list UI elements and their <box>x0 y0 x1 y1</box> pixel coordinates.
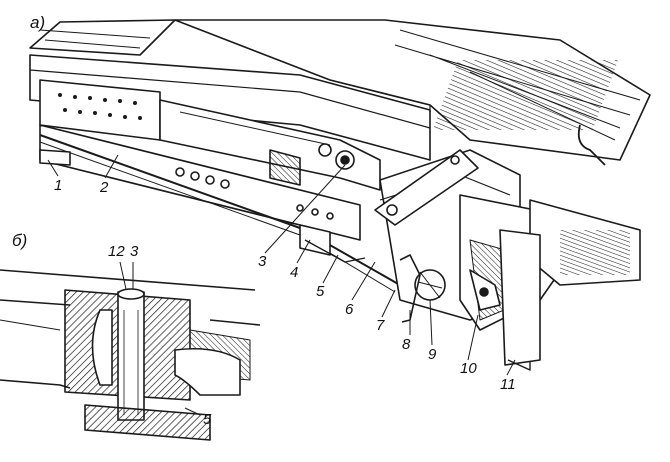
callout-4: 4 <box>290 264 299 281</box>
callout-11: 11 <box>500 376 516 393</box>
panel-label-b: б) <box>12 231 28 250</box>
callout-9: 9 <box>428 346 437 363</box>
bracket-holes <box>58 93 142 120</box>
beam-holes <box>175 167 334 220</box>
leader-lines <box>47 154 516 416</box>
callout-1: 1 <box>54 177 63 194</box>
main-assembly-view <box>29 19 651 371</box>
pin-3 <box>117 291 145 421</box>
callout-8: 8 <box>402 336 411 353</box>
callout-6: 6 <box>345 301 354 318</box>
callout-5: 5 <box>316 283 325 300</box>
panel-label-a: а) <box>30 13 46 32</box>
lock-lever <box>374 149 479 226</box>
air-hose <box>577 124 606 166</box>
callout-7: 7 <box>376 317 385 334</box>
detail-callout-3: 3 <box>130 243 139 260</box>
upper-frame-rail <box>29 54 431 161</box>
base-plate-5 <box>84 404 211 441</box>
vertical-strap <box>499 229 541 366</box>
section-detail-view <box>0 269 261 441</box>
longitudinal-beam <box>39 124 361 241</box>
clamp-4 <box>299 224 331 256</box>
detail-callout-12: 12 <box>108 243 125 260</box>
cylinder-housing <box>159 99 381 191</box>
hook-8 <box>399 254 421 323</box>
callout-2: 2 <box>100 179 109 196</box>
callout-10: 10 <box>460 360 477 377</box>
end-stop <box>39 149 71 166</box>
callout-3: 3 <box>258 253 267 270</box>
detail-callout-5: 5 <box>203 411 212 428</box>
